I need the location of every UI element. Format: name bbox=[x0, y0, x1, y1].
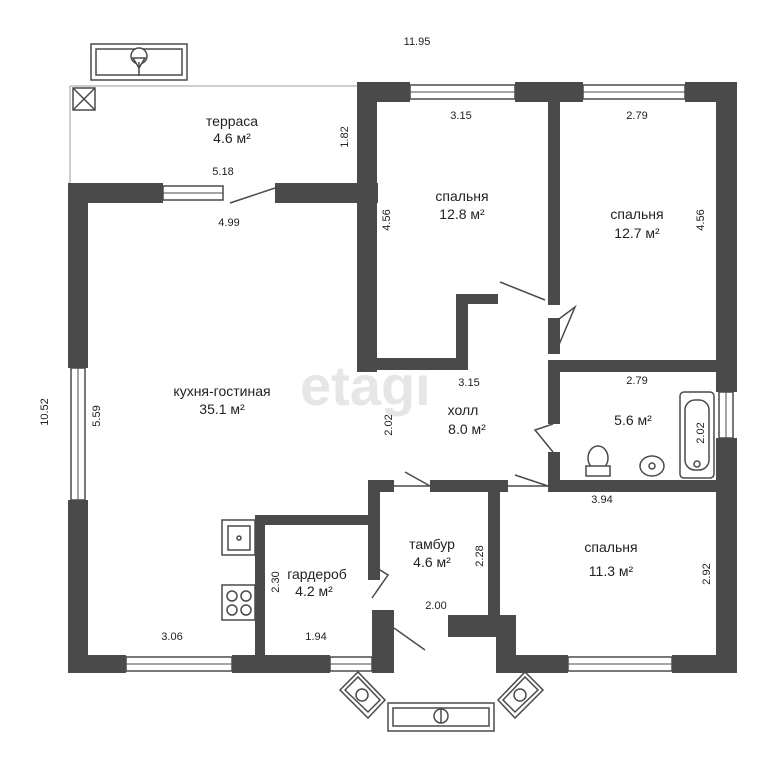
bathroom-width-dim: 2.79 bbox=[626, 375, 647, 387]
exterior-walls bbox=[68, 82, 737, 673]
wardrobe-area: 4.2 м² bbox=[295, 583, 333, 599]
terrace-outline bbox=[69, 85, 360, 183]
hall-area: 8.0 м² bbox=[448, 421, 486, 437]
vestibule-depth-dim: 2.28 bbox=[474, 545, 486, 566]
bedroom3-name: спальня bbox=[584, 539, 637, 555]
hall-name: холл bbox=[448, 402, 479, 418]
windows bbox=[70, 84, 734, 672]
interior-walls bbox=[255, 95, 718, 660]
overall-width-dim: 11.95 bbox=[404, 36, 431, 48]
vestibule-name: тамбур bbox=[409, 536, 455, 552]
bathroom-depth-dim: 2.02 bbox=[695, 422, 707, 443]
kitchen-area: 35.1 м² bbox=[199, 401, 245, 417]
overall-height-dim: 10.52 bbox=[39, 398, 51, 426]
kitchen-fixtures bbox=[221, 519, 256, 621]
vestibule-width-dim: 2.00 bbox=[425, 600, 446, 612]
wardrobe-width-dim: 1.94 bbox=[305, 631, 326, 643]
bedroom1-name: спальня bbox=[435, 188, 488, 204]
terrace-depth-dim: 1.82 bbox=[339, 126, 351, 147]
bedroom2-area: 12.7 м² bbox=[614, 225, 660, 241]
bedroom2-depth-dim: 4.56 bbox=[695, 209, 707, 230]
terrace-width-dim: 5.18 bbox=[212, 166, 233, 178]
wardrobe-name: гардероб bbox=[287, 566, 347, 582]
kitchen-depth-dim: 5.59 bbox=[91, 405, 103, 426]
vestibule-area: 4.6 м² bbox=[413, 554, 451, 570]
hall-depth-dim: 2.02 bbox=[383, 414, 395, 435]
wardrobe-depth-dim: 2.30 bbox=[270, 571, 282, 592]
bathroom-fixtures bbox=[585, 391, 715, 479]
doors bbox=[229, 187, 577, 651]
bedroom2-name: спальня bbox=[610, 206, 663, 222]
front-porch bbox=[338, 670, 545, 732]
terrace-name: терраса bbox=[206, 113, 258, 129]
bedroom3-width-dim: 3.94 bbox=[591, 494, 612, 506]
hall-width-dim: 3.15 bbox=[458, 377, 479, 389]
bedroom2-width-dim: 2.79 bbox=[626, 110, 647, 122]
terrace-entrance bbox=[90, 43, 188, 81]
bedroom1-area: 12.8 м² bbox=[439, 206, 485, 222]
bathroom-area: 5.6 м² bbox=[614, 412, 652, 428]
kitchen-name: кухня-гостиная bbox=[173, 383, 270, 399]
kitchen-top-dim: 4.99 bbox=[218, 217, 239, 229]
kitchen-bottom-dim: 3.06 bbox=[161, 631, 182, 643]
bedroom3-depth-dim: 2.92 bbox=[701, 563, 713, 584]
bedroom1-depth-dim: 4.56 bbox=[381, 209, 393, 230]
terrace-area: 4.6 м² bbox=[213, 130, 251, 146]
bedroom3-area: 11.3 м² bbox=[589, 563, 634, 579]
bedroom1-width-dim: 3.15 bbox=[450, 110, 471, 122]
